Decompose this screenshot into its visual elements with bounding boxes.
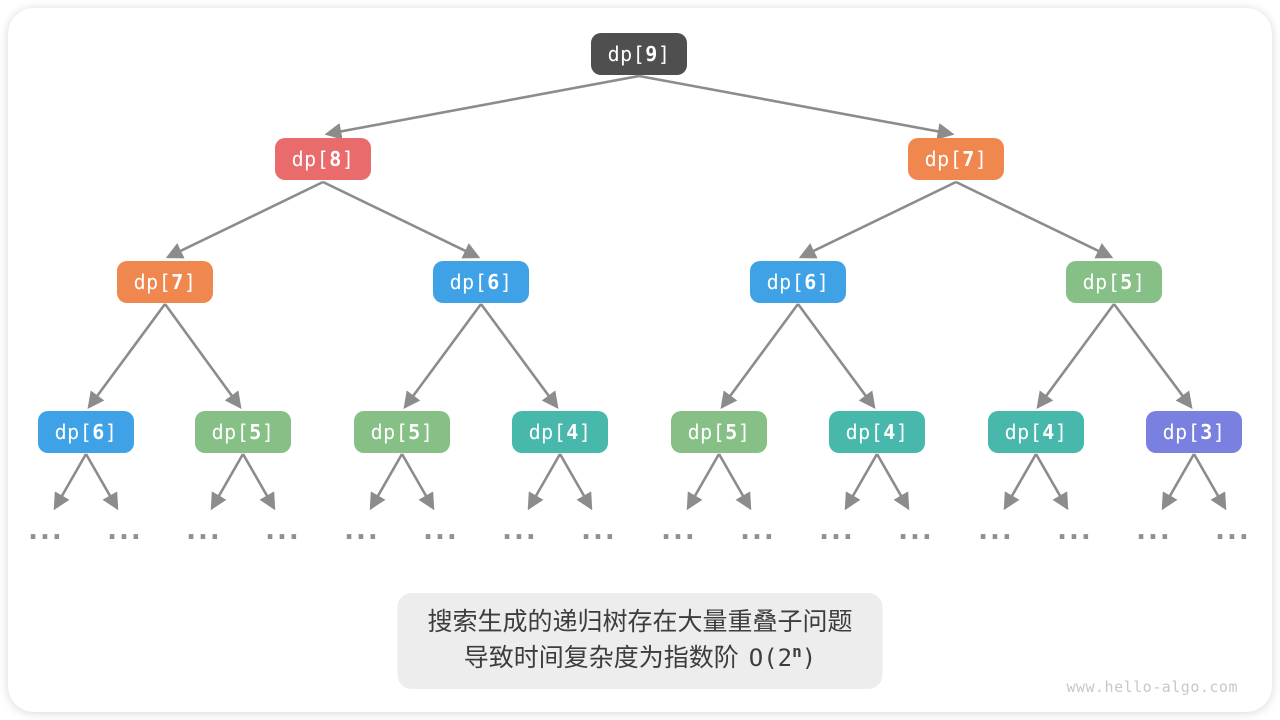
watermark-url: www.hello-algo.com [1066,678,1238,696]
ellipsis-leaf: ... [581,516,617,546]
tree-node-l4-dp3: dp[3] [1146,411,1242,453]
node-label-index: 6 [487,270,500,294]
node-label-index: 7 [962,147,975,171]
node-label-index: 4 [566,420,579,444]
ellipsis-leaf: ... [978,516,1014,546]
ellipsis-leaf: ... [661,516,697,546]
node-label-suffix: ] [104,420,118,444]
complexity-formula: O(2n) [748,642,817,673]
node-label-index: 5 [408,420,421,444]
tree-node-l3-dp5: dp[5] [1066,261,1162,303]
ellipsis-leaf: ... [502,516,538,546]
node-label-index: 5 [725,420,738,444]
tree-node-l4-dp4-c: dp[4] [988,411,1084,453]
node-label-prefix: dp[ [607,42,646,66]
ellipsis-leaf: ... [898,516,934,546]
ellipsis-leaf: ... [265,516,301,546]
caption-line2: 导致时间复杂度为指数阶 O(2n) [427,640,852,676]
node-label-suffix: ] [499,270,513,294]
node-label-index: 7 [171,270,184,294]
ellipsis-leaf: ... [1215,516,1251,546]
node-label-index: 6 [804,270,817,294]
node-label-prefix: dp[ [54,420,93,444]
node-label-prefix: dp[ [370,420,409,444]
node-label-prefix: dp[ [1162,420,1201,444]
ellipsis-leaf: ... [186,516,222,546]
node-label-prefix: dp[ [528,420,567,444]
node-label-index: 4 [1042,420,1055,444]
node-label-suffix: ] [816,270,830,294]
node-label-index: 9 [645,42,658,66]
node-label-prefix: dp[ [845,420,884,444]
node-label-suffix: ] [974,147,988,171]
ellipsis-leaf: ... [740,516,776,546]
node-label-prefix: dp[ [291,147,330,171]
tree-node-l4-dp5-c: dp[5] [671,411,767,453]
tree-node-l4-dp5-a: dp[5] [195,411,291,453]
node-label-index: 8 [329,147,342,171]
node-label-prefix: dp[ [449,270,488,294]
formula-pre: O(2 [748,644,793,672]
node-label-suffix: ] [895,420,909,444]
node-label-prefix: dp[ [766,270,805,294]
ellipsis-leaf: ... [423,516,459,546]
ellipsis-leaf: ... [28,516,64,546]
node-label-suffix: ] [578,420,592,444]
ellipsis-leaf: ... [107,516,143,546]
tree-node-l1-dp9: dp[9] [591,33,687,75]
formula-post: ) [801,644,817,672]
ellipsis-leaf: ... [1057,516,1093,546]
node-label-suffix: ] [183,270,197,294]
caption-box: 搜索生成的递归树存在大量重叠子问题 导致时间复杂度为指数阶 O(2n) [397,593,883,689]
tree-node-l4-dp6: dp[6] [38,411,134,453]
node-label-suffix: ] [341,147,355,171]
node-label-index: 4 [883,420,896,444]
tree-node-l4-dp4-a: dp[4] [512,411,608,453]
node-label-suffix: ] [657,42,671,66]
ellipsis-leaf: ... [344,516,380,546]
node-label-suffix: ] [261,420,275,444]
tree-node-l2-dp8: dp[8] [275,138,371,180]
node-label-prefix: dp[ [687,420,726,444]
node-label-suffix: ] [737,420,751,444]
node-label-index: 3 [1200,420,1213,444]
node-label-prefix: dp[ [924,147,963,171]
node-label-prefix: dp[ [1082,270,1121,294]
ellipsis-leaf: ... [1136,516,1172,546]
node-label-suffix: ] [1054,420,1068,444]
node-label-prefix: dp[ [1004,420,1043,444]
node-label-suffix: ] [1132,270,1146,294]
caption-line2-text: 导致时间复杂度为指数阶 [463,644,739,672]
node-label-index: 6 [92,420,105,444]
node-label-index: 5 [1120,270,1133,294]
tree-node-l2-dp7: dp[7] [908,138,1004,180]
tree-node-l4-dp5-b: dp[5] [354,411,450,453]
caption-line1: 搜索生成的递归树存在大量重叠子问题 [427,608,853,636]
tree-node-l3-dp6-a: dp[6] [433,261,529,303]
node-label-suffix: ] [420,420,434,444]
node-label-prefix: dp[ [133,270,172,294]
node-label-index: 5 [249,420,262,444]
tree-node-l4-dp4-b: dp[4] [829,411,925,453]
tree-node-l3-dp7: dp[7] [117,261,213,303]
node-label-suffix: ] [1212,420,1226,444]
node-label-prefix: dp[ [211,420,250,444]
formula-exponent: n [792,642,802,661]
ellipsis-leaf: ... [819,516,855,546]
tree-node-l3-dp6-b: dp[6] [750,261,846,303]
